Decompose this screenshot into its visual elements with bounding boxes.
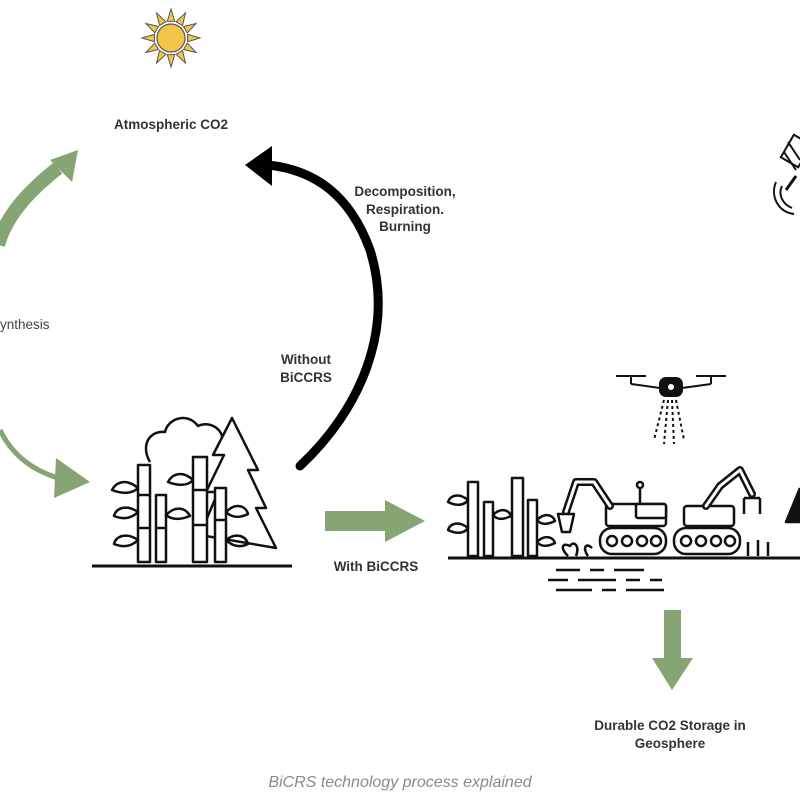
- without-biccrs-line1: Without: [280, 352, 332, 367]
- sun-ray: [182, 22, 198, 34]
- sun-icon: [140, 7, 202, 69]
- release-label: Decomposition, Respiration. Burning: [330, 183, 480, 236]
- with-biccrs-label: With BiCCRS: [333, 559, 419, 574]
- release-arrow: [245, 146, 383, 471]
- storage-label: Durable CO2 Storage in Geosphere: [570, 717, 770, 752]
- plants-and-trees-icon: [92, 416, 292, 568]
- sun-ray: [155, 49, 167, 65]
- release-label-line1: Decomposition,: [354, 184, 456, 199]
- release-label-line3: Burning: [379, 219, 431, 235]
- atmospheric-co2-label: Atmospheric CO2: [113, 117, 229, 132]
- sun-ray: [175, 11, 187, 27]
- with-biccrs-arrow: [325, 500, 425, 542]
- sun-ray: [144, 42, 160, 54]
- robotic-farm-icon: [446, 466, 800, 592]
- sun-ray: [140, 33, 155, 43]
- sun-ray: [155, 11, 167, 27]
- photosynthesis-arrow: [0, 150, 90, 498]
- photosynthesis-label: ynthesis: [0, 317, 50, 332]
- sun-ray: [166, 54, 176, 69]
- without-biccrs-label: Without BiCCRS: [256, 351, 356, 386]
- storage-label-line2: Geosphere: [634, 735, 706, 751]
- sun-ray: [144, 22, 160, 34]
- storage-label-line1: Durable CO2 Storage in: [594, 718, 746, 733]
- sun-ray: [175, 49, 187, 65]
- satellite-icon: [773, 133, 800, 215]
- sun-ray: [182, 42, 198, 54]
- figure-caption: BiCRS technology process explained: [268, 774, 532, 791]
- sun-ray: [187, 33, 202, 43]
- sun-ray: [166, 7, 176, 22]
- drone-icon: [616, 375, 726, 445]
- without-biccrs-line2: BiCCRS: [280, 369, 332, 385]
- storage-arrow: [652, 610, 693, 690]
- release-label-line2: Respiration.: [365, 201, 444, 217]
